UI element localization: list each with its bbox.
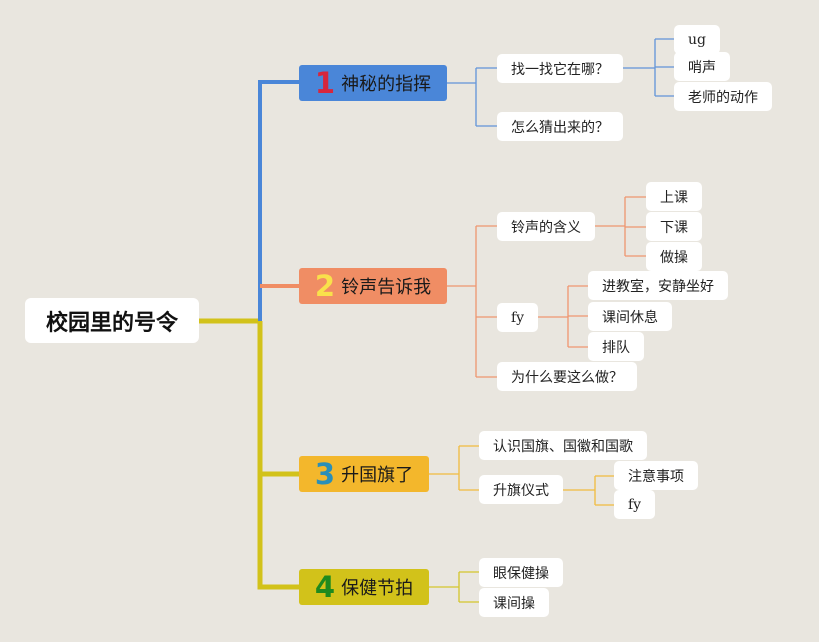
leaf-teacher-action[interactable]: 老师的动作 bbox=[674, 82, 772, 111]
subtopic-bell-meaning[interactable]: 铃声的含义 bbox=[497, 212, 595, 241]
leaf-exercise[interactable]: 做操 bbox=[646, 242, 702, 271]
subtopic-fy[interactable]: fy bbox=[497, 303, 539, 332]
branch-4-topic[interactable]: 4 保健节拍 bbox=[299, 569, 429, 605]
branch-number-4: 4 bbox=[314, 569, 336, 604]
leaf-break[interactable]: 课间休息 bbox=[588, 302, 672, 331]
branch-3-topic[interactable]: 3 升国旗了 bbox=[299, 456, 429, 492]
branch-number-2: 2 bbox=[314, 268, 336, 303]
root-topic[interactable]: 校园里的号令 bbox=[25, 298, 199, 343]
subtopic-break-exercise[interactable]: 课间操 bbox=[479, 588, 549, 617]
leaf-class-end[interactable]: 下课 bbox=[646, 212, 702, 241]
subtopic-flag-ceremony[interactable]: 升旗仪式 bbox=[479, 475, 563, 504]
branch-number-3: 3 bbox=[314, 456, 336, 491]
leaf-ug[interactable]: ug bbox=[674, 25, 720, 54]
branch-label: 保健节拍 bbox=[341, 578, 414, 599]
subtopic-find-it[interactable]: 找一找它在哪？ bbox=[497, 54, 623, 83]
branch-label: 神秘的指挥 bbox=[341, 74, 432, 95]
leaf-enter-classroom[interactable]: 进教室，安静坐好 bbox=[588, 271, 728, 300]
leaf-line-up[interactable]: 排队 bbox=[588, 332, 644, 361]
branch-label: 升国旗了 bbox=[341, 465, 414, 486]
subtopic-how-guess[interactable]: 怎么猜出来的？ bbox=[497, 112, 623, 141]
subtopic-eye-exercise[interactable]: 眼保健操 bbox=[479, 558, 563, 587]
subtopic-national-symbols[interactable]: 认识国旗、国徽和国歌 bbox=[479, 431, 647, 460]
subtopic-why[interactable]: 为什么要这么做？ bbox=[497, 362, 637, 391]
branch-1-topic[interactable]: 1 神秘的指挥 bbox=[299, 65, 447, 101]
branch-2-topic[interactable]: 2 铃声告诉我 bbox=[299, 268, 447, 304]
leaf-class-start[interactable]: 上课 bbox=[646, 182, 702, 211]
branch-label: 铃声告诉我 bbox=[341, 277, 432, 298]
branch-number-1: 1 bbox=[314, 65, 336, 100]
leaf-fy[interactable]: fy bbox=[614, 490, 656, 519]
leaf-notes[interactable]: 注意事项 bbox=[614, 461, 698, 490]
leaf-whistle[interactable]: 哨声 bbox=[674, 52, 730, 81]
